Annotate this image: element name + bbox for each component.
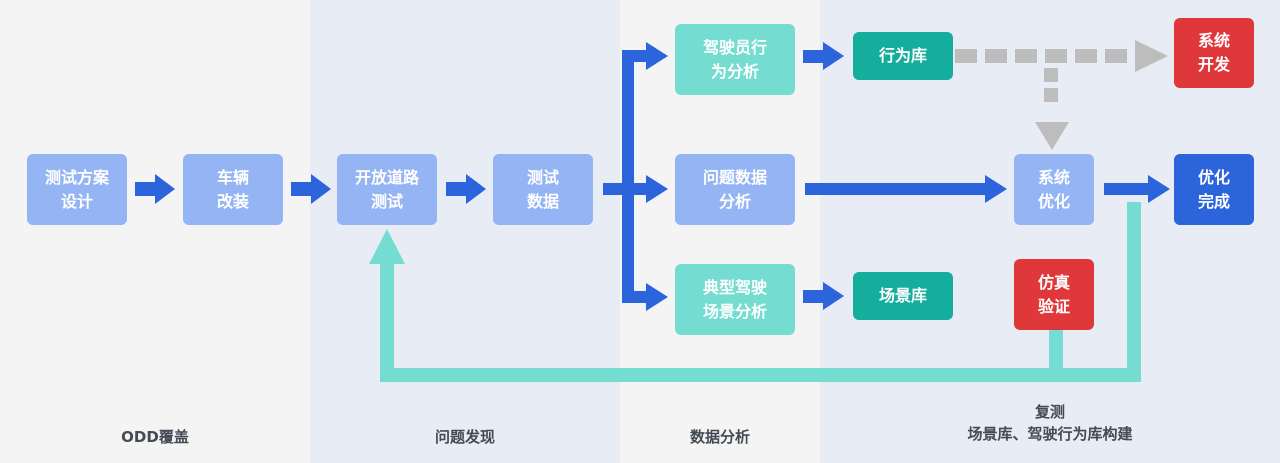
arrow-plan-to-vehicle <box>135 174 175 204</box>
arrow-behavior-to-lib <box>803 42 844 70</box>
phase-label-odd: ODD覆盖 <box>121 428 189 446</box>
node-behavior-lib: 行为库 <box>853 32 953 80</box>
node-sys-dev: 系统 开发 <box>1174 18 1254 88</box>
arrow-issue-to-opt <box>805 175 1007 203</box>
dashed-arrow-to-sys-dev <box>955 40 1168 72</box>
node-test-data: 测试 数据 <box>493 154 593 225</box>
node-opt-done: 优化 完成 <box>1174 154 1254 225</box>
phase-label-discovery: 问题发现 <box>434 428 495 446</box>
node-test-plan: 测试方案 设计 <box>27 154 127 225</box>
phase-label-build: 复测 场景库、驾驶行为库构建 <box>967 403 1133 443</box>
arrow-vehicle-to-road <box>291 174 331 204</box>
node-sys-opt: 系统 优化 <box>1014 154 1094 225</box>
node-scene-lib: 场景库 <box>853 272 953 320</box>
band-odd <box>0 0 310 463</box>
node-vehicle-mod: 车辆 改装 <box>183 154 283 225</box>
node-driver-behavior: 驾驶员行 为分析 <box>675 24 795 95</box>
arrow-road-to-data <box>446 174 486 204</box>
node-issue-data: 问题数据 分析 <box>675 154 795 225</box>
phase-label-analysis: 数据分析 <box>689 428 750 446</box>
arrow-opt-to-done <box>1104 175 1170 203</box>
feedback-loop-arrow <box>369 202 1141 382</box>
node-typical-scene: 典型驾驶 场景分析 <box>675 264 795 335</box>
arrow-data-branch <box>603 42 668 311</box>
arrow-scene-to-lib <box>803 282 844 310</box>
band-discovery <box>310 0 620 463</box>
node-open-road: 开放道路 测试 <box>337 154 437 225</box>
node-sim-verify: 仿真 验证 <box>1014 259 1094 330</box>
dashed-arrow-to-sys-opt <box>1035 68 1069 150</box>
